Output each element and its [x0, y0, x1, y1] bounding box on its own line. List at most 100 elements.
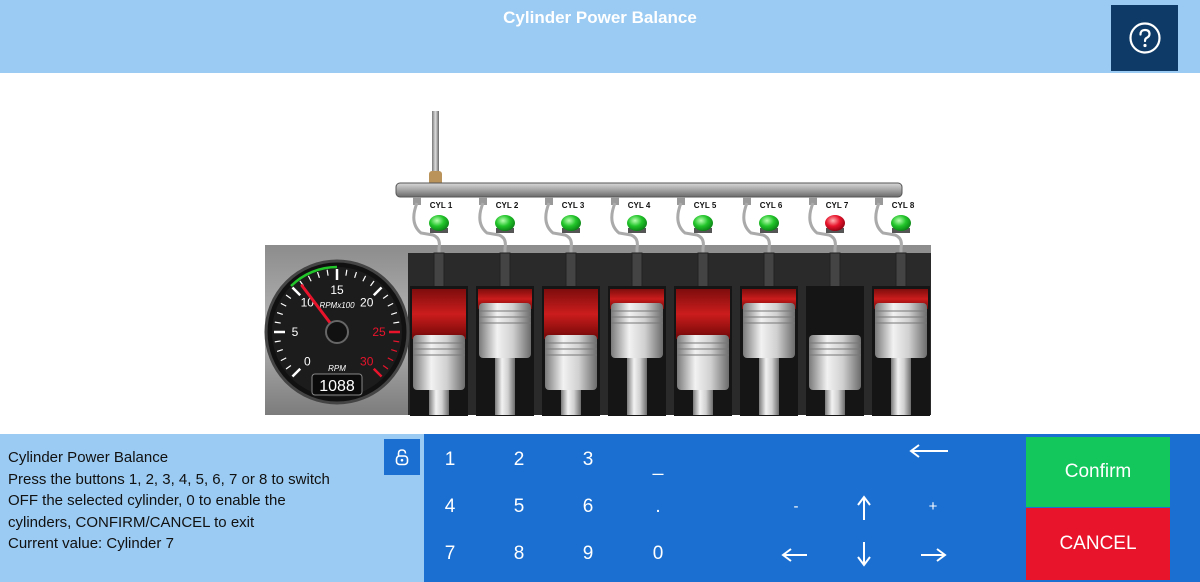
cylinder-3: CYL 3 [542, 197, 600, 416]
cylinder-label: CYL 4 [628, 201, 651, 210]
cylinder-8: CYL 8 [872, 197, 930, 416]
gauge-tick [382, 365, 389, 370]
info-line: Press the buttons 1, 2, 3, 4, 5, 6, 7 or… [8, 470, 330, 488]
gauge-rpm-label: RPM [328, 364, 346, 373]
arrow-down-icon[interactable] [854, 540, 874, 568]
cylinder-6: CYL 6 [740, 197, 798, 416]
cylinder-status-led[interactable] [627, 215, 647, 231]
key-0[interactable]: 0 [652, 543, 664, 564]
gauge-tick [316, 271, 320, 278]
cylinder-5: CYL 5 [674, 197, 732, 416]
gauge-tick [393, 340, 400, 343]
cylinder-label: CYL 2 [496, 201, 519, 210]
gauge-tick [285, 294, 292, 299]
key-2[interactable]: 2 [513, 449, 525, 470]
gauge-tick [274, 340, 281, 343]
gauge-tick-label: 5 [292, 325, 299, 339]
gauge-tick [354, 271, 358, 278]
lock-button[interactable] [384, 439, 420, 475]
cylinder-status-led[interactable] [561, 215, 581, 231]
gauge-tick [382, 294, 389, 299]
gauge-tick-label: 0 [304, 355, 311, 369]
gauge-tick [391, 311, 398, 315]
gauge-green-band [290, 265, 338, 287]
gauge-tick [276, 349, 283, 353]
gauge-tick [307, 275, 312, 282]
cylinder-status-led[interactable] [495, 215, 515, 231]
cylinder-status-led[interactable] [891, 215, 911, 231]
gauge-tick [326, 269, 329, 276]
gauge-tick [276, 311, 283, 315]
gauge-tick [372, 286, 383, 297]
cylinder-status-led[interactable] [693, 215, 713, 231]
key-4[interactable]: 4 [444, 496, 456, 517]
gauge-tick-label: 30 [360, 355, 374, 369]
key-6[interactable]: 6 [582, 496, 594, 517]
question-circle-icon [1128, 22, 1161, 54]
backspace-arrow-icon[interactable] [906, 441, 952, 461]
info-panel: Cylinder Power Balance Press the buttons… [0, 434, 424, 582]
lock-icon [395, 449, 409, 466]
info-line: OFF the selected cylinder, 0 to enable t… [8, 492, 286, 509]
info-line: Cylinder Power Balance [8, 449, 169, 466]
gauge-unit-label: RPMx100 [319, 301, 355, 310]
gauge-tick [285, 365, 292, 370]
gauge-tick [280, 302, 287, 307]
key-1[interactable]: 1 [444, 449, 456, 470]
gauge-tick [362, 275, 367, 282]
key-5[interactable]: 5 [513, 496, 525, 517]
gauge-tick [391, 349, 398, 353]
cylinder-7: CYL 7 [806, 197, 864, 416]
key-plus[interactable]: + [928, 498, 938, 515]
cylinder-label: CYL 6 [760, 201, 783, 210]
instructions-text: Cylinder Power Balance Press the buttons… [8, 447, 388, 555]
cylinder-label: CYL 8 [892, 201, 915, 210]
engine-diagram: CYL 1 CYL 2 CYL 3 CYL 4 CYL 5 CYL 6 CYL 7 CYL 8… [0, 73, 1200, 435]
rpm-readout-box [311, 373, 363, 396]
current-value-text: Current value: Cylinder 7 [8, 535, 174, 552]
key-8[interactable]: 8 [513, 543, 525, 564]
header-bar: Cylinder Power Balance [0, 0, 1200, 73]
cylinder-status-led[interactable] [429, 215, 449, 231]
info-line: cylinders, CONFIRM/CANCEL to exit [8, 513, 255, 531]
gauge-tick [387, 357, 394, 362]
gauge-tick [291, 367, 302, 378]
gauge-tick [280, 357, 287, 362]
gauge-tick [345, 269, 348, 276]
arrow-left-icon[interactable] [780, 545, 810, 565]
cylinder-4: CYL 4 [608, 197, 666, 416]
cylinder-1: CYL 1 [410, 197, 468, 416]
fuel-rail [395, 182, 903, 198]
gauge-tick [274, 321, 281, 324]
cylinder-label: CYL 3 [562, 201, 585, 210]
cylinder-label: CYL 7 [826, 201, 849, 210]
arrow-right-icon[interactable] [918, 545, 948, 565]
gauge-tick [291, 286, 302, 297]
key-7[interactable]: 7 [444, 543, 456, 564]
confirm-button[interactable]: Confirm [1026, 437, 1170, 507]
key-3[interactable]: 3 [582, 449, 594, 470]
page-title: Cylinder Power Balance [503, 8, 697, 27]
cylinder-status-led[interactable] [825, 215, 845, 231]
key-9[interactable]: 9 [582, 543, 594, 564]
cylinder-status-led[interactable] [759, 215, 779, 231]
supply-pipe [432, 111, 439, 187]
gauge-tick [393, 321, 400, 324]
gauge-tick-label: 25 [372, 325, 386, 339]
cylinder-2: CYL 2 [476, 197, 534, 416]
rpm-readout: 1088 [319, 378, 355, 395]
gauge-tick [387, 302, 394, 307]
cylinder-label: CYL 5 [694, 201, 717, 210]
gauge-tick [370, 280, 375, 287]
arrow-up-icon[interactable] [854, 494, 874, 522]
cancel-button[interactable]: CANCEL [1026, 508, 1170, 580]
help-button[interactable] [1111, 5, 1178, 71]
gauge-tick-label: 20 [360, 295, 374, 309]
gauge-tick [372, 367, 383, 378]
cylinder-label: CYL 1 [430, 201, 453, 210]
gauge-tick-label: 15 [330, 283, 344, 297]
key-dot[interactable]: . [655, 496, 661, 517]
key-underscore[interactable]: _ [652, 455, 664, 476]
key-minus[interactable]: - [793, 498, 799, 515]
